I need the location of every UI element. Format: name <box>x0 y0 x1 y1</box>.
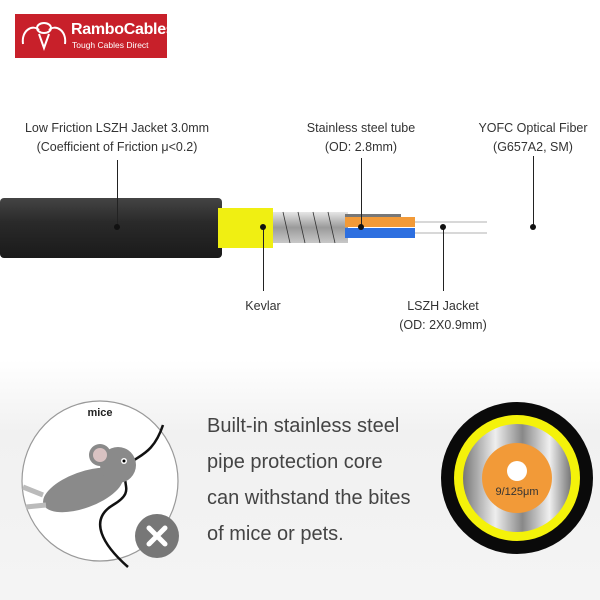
logo-tagline: Tough Cables Direct <box>72 40 149 50</box>
mice-title: mice <box>87 407 112 419</box>
brand-logo: RamboCables Tough Cables Direct <box>15 14 175 58</box>
tube-label: Stainless steel tube (OD: 2.8mm) <box>307 119 415 157</box>
kevlar-label: Kevlar <box>245 297 280 316</box>
claim-line: pipe protection core <box>207 451 383 473</box>
lszh-label-detail: (OD: 2X0.9mm) <box>399 318 487 332</box>
tube-leader-dot <box>358 224 364 230</box>
claim-line: of mice or pets. <box>207 523 344 545</box>
cable-illustration <box>0 198 487 258</box>
steel-tube <box>273 212 348 243</box>
tube-leader-line <box>361 158 362 227</box>
tube-label-detail: (OD: 2.8mm) <box>324 140 398 154</box>
kevlar-label-title: Kevlar <box>245 299 281 313</box>
lszh-label-title: LSZH Jacket <box>407 299 479 313</box>
jacket-label-detail: (Coefficient of Friction μ<0.2) <box>36 140 198 154</box>
jacket-label-title: Low Friction LSZH Jacket 3.0mm <box>24 121 210 135</box>
cable-cross-section: 9/125μm <box>441 402 593 554</box>
kevlar-leader-line <box>263 227 264 291</box>
lszh-label: LSZH Jacket (OD: 2X0.9mm) <box>399 297 487 335</box>
jacket-leader-line <box>117 160 118 227</box>
fiber-label-detail: (G657A2, SM) <box>493 140 573 154</box>
claim-line: Built-in stainless steel <box>207 415 400 437</box>
kevlar-leader-dot <box>260 224 266 230</box>
claim-line: can withstand the bites <box>207 487 411 509</box>
jacket-leader-dot <box>114 224 120 230</box>
fiber-label: YOFC Optical Fiber (G657A2, SM) <box>478 119 587 157</box>
tube-label-title: Stainless steel tube <box>306 121 416 135</box>
logo-emblem-icon <box>21 22 67 51</box>
fiber-leader-line <box>533 156 534 227</box>
lszh-leader-line <box>443 227 444 291</box>
blue-fiber <box>345 228 415 238</box>
claim-text: Built-in stainless steel pipe protection… <box>207 408 410 552</box>
mouse-body <box>43 467 123 513</box>
orange-fiber <box>345 217 415 227</box>
cross-icon <box>135 514 179 558</box>
mice-illustration: mice <box>21 400 179 568</box>
fiber-label-title: YOFC Optical Fiber <box>478 121 588 135</box>
lszh-leader-dot <box>440 224 446 230</box>
fiber-spec-label: 9/125μm <box>495 486 538 498</box>
fiber-leader-dot <box>530 224 536 230</box>
jacket-label: Low Friction LSZH Jacket 3.0mm (Coeffici… <box>25 119 209 157</box>
logo-brand-text: RamboCables <box>71 21 175 38</box>
outer-jacket <box>0 198 222 258</box>
